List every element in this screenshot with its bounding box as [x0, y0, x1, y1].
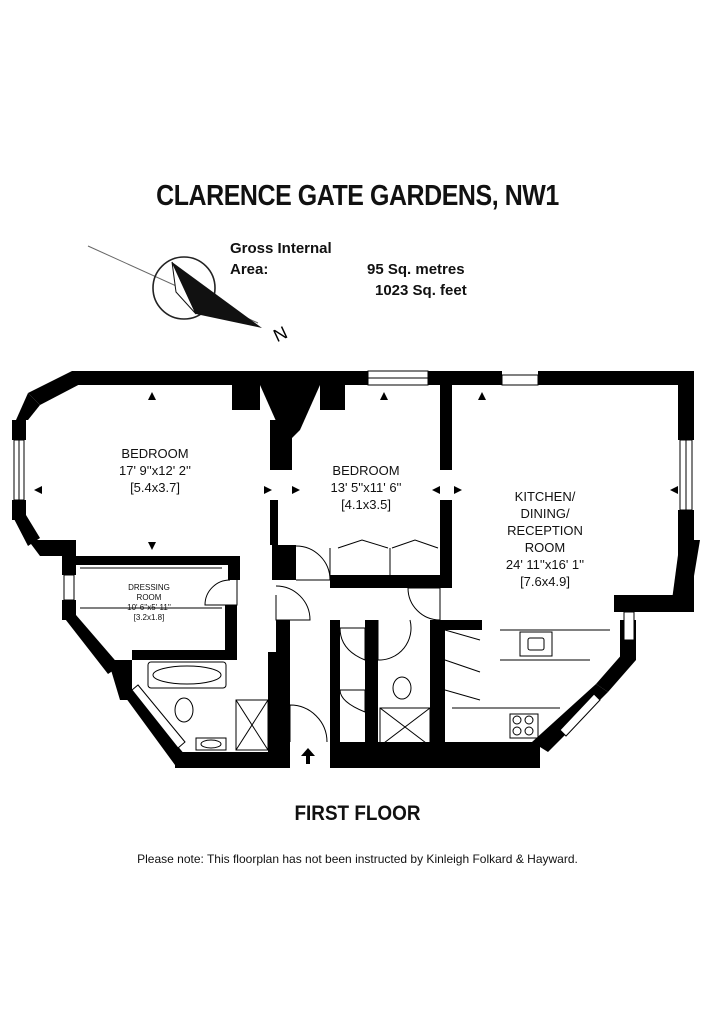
kitchen-name-line1: KITCHEN/ — [514, 489, 576, 504]
bedroom-2-size-metric: [4.1x3.5] — [341, 497, 391, 512]
kitchen-label: KITCHEN/ DINING/ RECEPTION ROOM 24' 11''… — [485, 488, 605, 590]
bedroom-2-label: BEDROOM 13' 5''x11' 6'' [4.1x3.5] — [306, 462, 426, 513]
compass-icon — [87, 245, 262, 328]
kitchen-name-line3: RECEPTION — [507, 523, 583, 538]
bedroom-1-size: 17' 9''x12' 2'' — [119, 463, 191, 478]
entrance-arrow-icon — [301, 748, 315, 764]
gross-area-metres: 95 Sq. metres — [367, 261, 465, 278]
windows — [13, 370, 693, 749]
bedroom-1-label: BEDROOM 17' 9''x12' 2'' [5.4x3.7] — [95, 445, 215, 496]
dressing-room-size: 10' 6''x5' 11'' — [127, 603, 171, 612]
kitchen-name-line4: ROOM — [524, 540, 566, 555]
gross-area-feet: 1023 Sq. feet — [375, 282, 467, 299]
dimension-ticks — [34, 392, 678, 550]
dressing-room-name-line2: ROOM — [136, 593, 162, 602]
dressing-room-name-line1: DRESSING — [128, 583, 170, 592]
bedroom-1-name: BEDROOM — [121, 446, 189, 461]
dressing-room-label: DRESSING ROOM 10' 6''x5' 11'' [3.2x1.8] — [100, 583, 198, 623]
kitchen-size-metric: [7.6x4.9] — [520, 574, 570, 589]
doors — [204, 539, 481, 743]
bedroom-2-size: 13' 5''x11' 6'' — [330, 480, 402, 495]
bedroom-2-name: BEDROOM — [332, 463, 400, 478]
plan-title: CLARENCE GATE GARDENS, NW1 — [156, 180, 559, 212]
bathroom-fixtures — [80, 567, 610, 751]
exterior-walls — [12, 371, 700, 768]
floor-label: FIRST FLOOR — [294, 802, 421, 825]
kitchen-size: 24' 11''x16' 1'' — [505, 557, 585, 572]
interior-walls — [64, 385, 482, 760]
kitchen-name-line2: DINING/ — [520, 506, 570, 521]
bedroom-1-size-metric: [5.4x3.7] — [130, 480, 180, 495]
disclaimer-note: Please note: This floorplan has not been… — [137, 852, 578, 866]
dressing-room-size-metric: [3.2x1.8] — [133, 613, 165, 622]
gross-area: Gross Internal Area: 95 Sq. metres 1023 S… — [230, 238, 467, 301]
gross-area-label: Gross Internal Area: — [230, 240, 332, 278]
compass-north-label: N — [270, 322, 290, 346]
